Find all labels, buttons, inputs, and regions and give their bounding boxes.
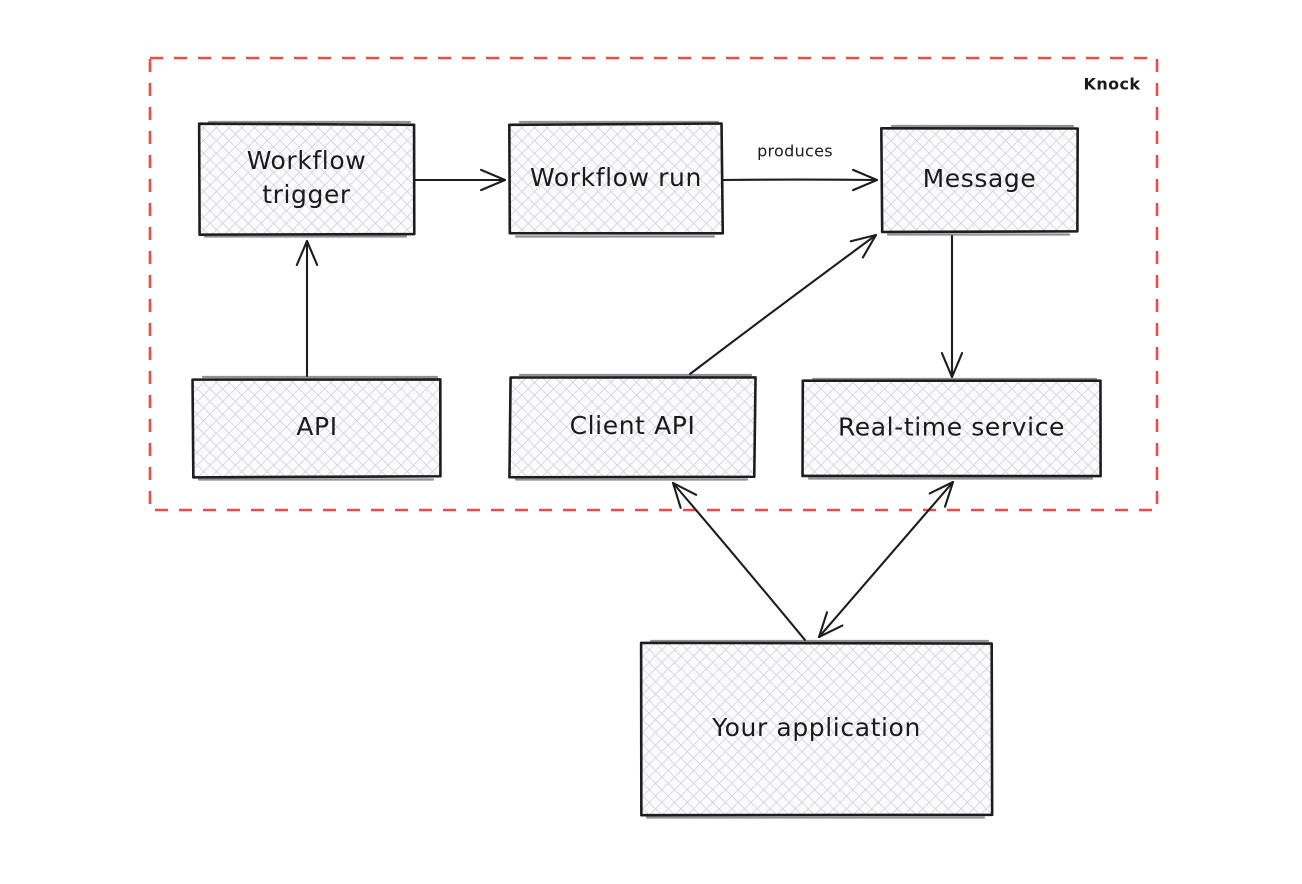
edges-layer [295, 168, 964, 642]
edge-label-run-to-message: produces [757, 142, 833, 161]
node-real-time-service[interactable]: Real-time service [801, 377, 1102, 480]
edge-line [688, 233, 878, 376]
node-message[interactable]: Message [880, 124, 1079, 236]
arrow-head [817, 611, 844, 639]
node-api[interactable]: API [191, 375, 442, 481]
edge-labels-layer: produces [757, 142, 833, 161]
knock-boundary-rect [148, 56, 1159, 512]
edge-app-to-client-api [671, 481, 807, 642]
arrow-head [940, 352, 964, 379]
node-workflow-trigger[interactable]: Workflow trigger [197, 120, 416, 238]
node-label: Client API [570, 411, 696, 440]
arrow-head [671, 481, 698, 509]
knock-boundary: Knock [148, 56, 1159, 512]
edge-line [817, 480, 955, 639]
node-shape [508, 376, 757, 479]
node-label: Real-time service [838, 413, 1065, 442]
node-shape [880, 126, 1079, 234]
node-shape [508, 122, 725, 235]
arrow-head [480, 168, 507, 192]
edge-app-realtime-bidirectional [817, 480, 955, 639]
node-workflow-run[interactable]: Workflow run [508, 120, 725, 238]
knock-boundary-label: Knock [1084, 75, 1141, 94]
node-shape [801, 379, 1102, 478]
arrow-head [928, 480, 955, 508]
arrow-head [849, 233, 878, 259]
edge-client-api-to-message [688, 233, 878, 376]
node-label: Your application [711, 713, 921, 742]
node-label: Workflow [247, 146, 367, 175]
node-shape [639, 641, 994, 817]
edge-trigger-to-run [413, 168, 507, 192]
node-shape [197, 122, 416, 236]
node-label: trigger [262, 180, 351, 209]
edge-line [671, 481, 807, 642]
node-label: API [296, 412, 337, 441]
edge-run-to-message [721, 168, 879, 192]
node-label: Workflow run [530, 163, 702, 192]
node-your-application[interactable]: Your application [639, 639, 994, 819]
edge-api-to-trigger [295, 239, 319, 378]
edge-message-to-realtime [940, 234, 964, 379]
node-shape [191, 378, 442, 479]
node-label: Message [923, 164, 1037, 193]
arrow-head [295, 239, 319, 266]
node-client-api[interactable]: Client API [508, 373, 757, 481]
arrow-head [852, 168, 879, 192]
